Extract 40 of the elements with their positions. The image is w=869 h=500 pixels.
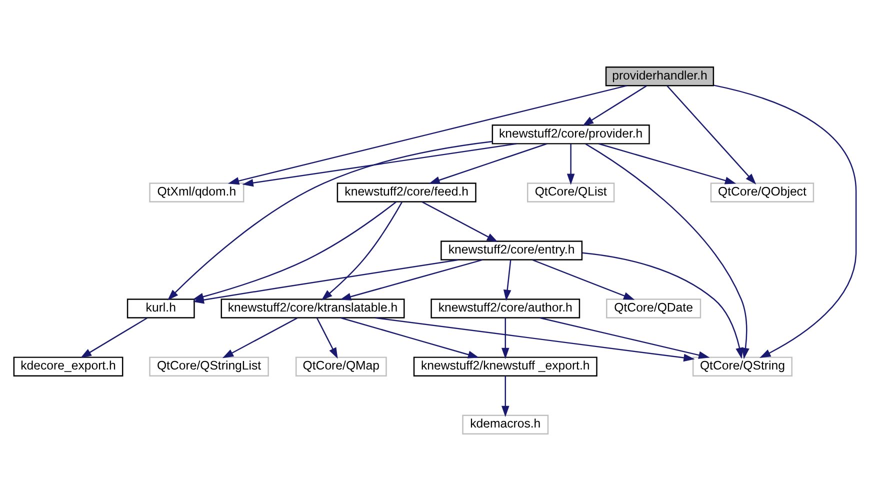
arrow (428, 142, 547, 184)
node-box: knewstuff2/core/ktranslatable.h (220, 298, 404, 318)
arrow (316, 317, 338, 358)
arrow (339, 258, 482, 300)
arrow (598, 142, 736, 184)
node-box: kurl.h (126, 298, 194, 318)
node-box: kdemacros.h (462, 414, 548, 434)
arrow (502, 259, 511, 300)
node-box: QtCore/QString (692, 356, 792, 376)
arrow (566, 143, 574, 184)
arrow (374, 316, 694, 362)
node-box: knewstuff2/core/provider.h (491, 124, 650, 144)
arrow (582, 252, 743, 358)
node-box: knewstuff2/knewstuff _export.h (412, 356, 597, 376)
arrow (584, 142, 749, 359)
arrow (222, 316, 298, 358)
arrow (532, 258, 634, 300)
node-box: QtCore/QObject (710, 182, 814, 202)
arrow (340, 316, 479, 358)
arrow (320, 201, 402, 300)
arrow (666, 84, 756, 184)
node-box: QtCore/QDate (606, 298, 701, 318)
node-box: kdecore_export.h (12, 356, 123, 376)
node-box: QtCore/QStringList (148, 356, 268, 376)
node-box: QtCore/QList (526, 182, 614, 202)
arrow (713, 84, 856, 358)
arrow (242, 142, 516, 186)
arrow (539, 316, 710, 358)
node-box: knewstuff2/core/feed.h (336, 182, 476, 202)
arrow (500, 317, 509, 358)
arrow (80, 316, 148, 358)
arrow (421, 200, 498, 242)
node-box: QtCore/QMap (294, 356, 386, 376)
arrow (500, 376, 509, 416)
node-box: providerhandler.h (604, 66, 714, 86)
node-box: knewstuff2/core/entry.h (440, 240, 582, 260)
arrow (227, 84, 626, 184)
node-box: knewstuff2/core/author.h (430, 298, 580, 318)
node-box: QtXml/qdom.h (148, 182, 244, 202)
arrow (582, 84, 646, 126)
